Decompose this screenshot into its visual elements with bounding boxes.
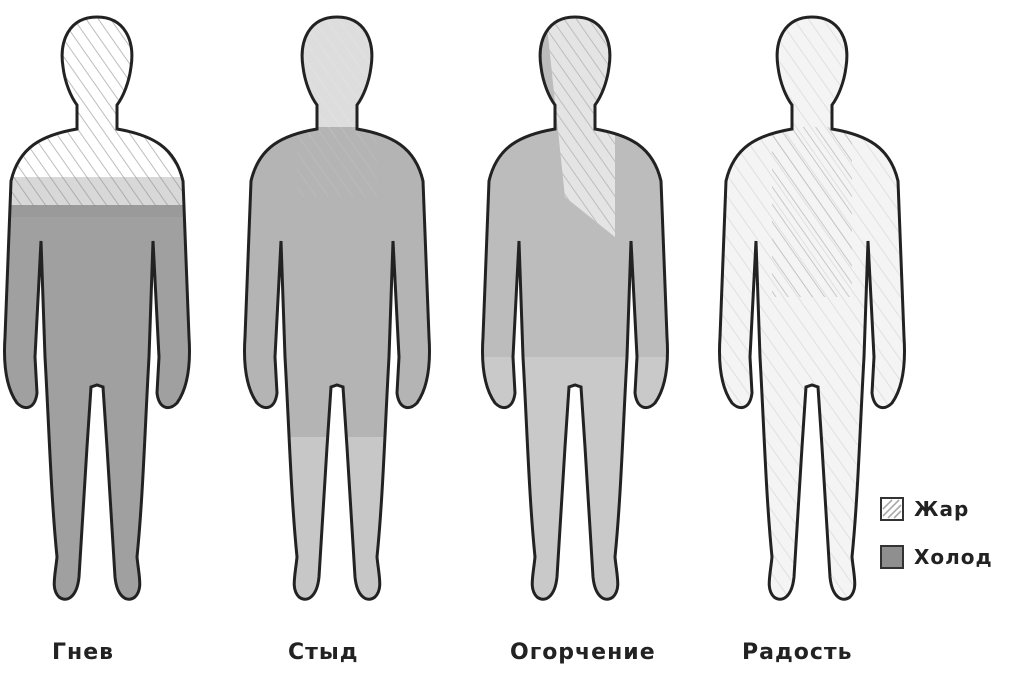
legend-label-cold: Холод <box>914 545 993 569</box>
label-grief: Огорчение <box>510 640 656 665</box>
figure-anger <box>0 7 197 605</box>
hot-swatch-icon <box>880 497 904 521</box>
legend-item-hot: Жар <box>880 494 969 524</box>
label-shame: Стыд <box>288 640 359 665</box>
figure-shame <box>237 7 437 607</box>
label-anger: Гнев <box>52 640 114 665</box>
legend-label-hot: Жар <box>914 497 969 521</box>
cold-swatch-icon <box>880 545 904 569</box>
legend-item-cold: Холод <box>880 542 993 572</box>
label-joy: Радость <box>742 640 853 665</box>
figure-grief <box>475 7 675 617</box>
